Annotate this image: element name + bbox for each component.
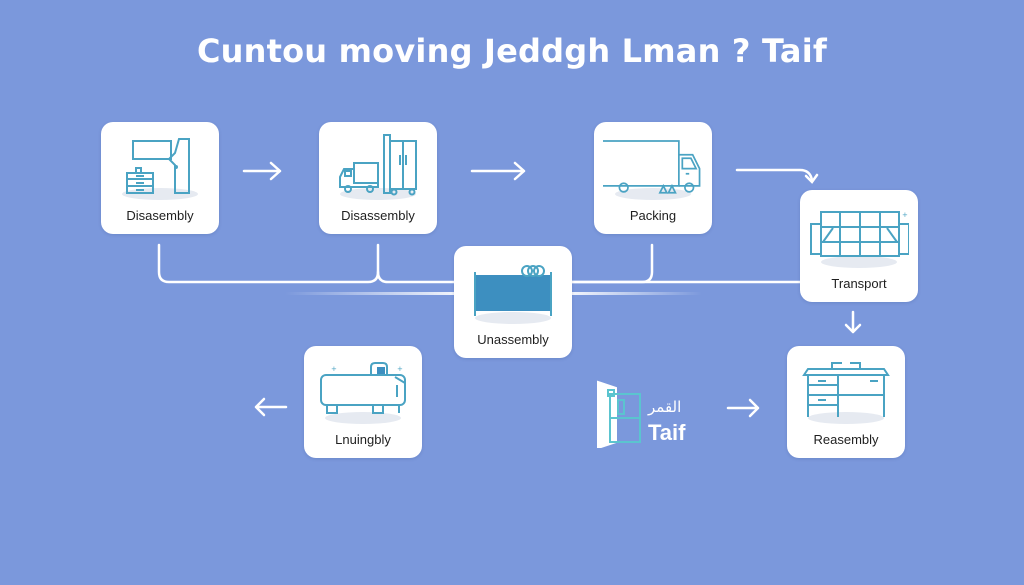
box-truck-icon [603, 130, 703, 202]
dresser-mirror-wardrobe-icon [110, 130, 210, 202]
step-label: Reasembly [813, 432, 879, 447]
step-label: Lnuingbly [335, 432, 391, 447]
step-label: Disasembly [126, 208, 194, 223]
step-card-reasembly[interactable]: Reasembly [787, 346, 905, 458]
arrow-right-icon [726, 398, 760, 418]
svg-text:+: + [902, 211, 908, 219]
appliance-icon: + + [313, 354, 413, 426]
step-card-lnuingbly[interactable]: + + Lnuingbly [304, 346, 422, 458]
sofa-icon: + [809, 198, 909, 270]
desk-icon [796, 354, 896, 426]
step-card-unassembly[interactable]: Unassembly [454, 246, 572, 358]
open-fridge-icon [597, 380, 641, 448]
destination-taif: القمر Taif [596, 378, 706, 448]
arrow-left-icon [254, 397, 288, 417]
svg-text:+: + [397, 365, 403, 373]
step-label: Unassembly [477, 332, 549, 347]
bed-icon [463, 254, 563, 326]
step-card-packing[interactable]: Packing [594, 122, 712, 234]
arrow-right-icon [470, 161, 526, 181]
svg-text:+: + [331, 365, 337, 373]
step-card-transport[interactable]: + Transport [800, 190, 918, 302]
step-card-disassembly[interactable]: Disassembly [319, 122, 437, 234]
arrow-right-icon [242, 161, 282, 181]
step-label: Disassembly [341, 208, 415, 223]
destination-label: Taif [648, 420, 686, 445]
destination-arabic-label: القمر [648, 398, 682, 416]
diagram-title: Cuntou moving Jeddgh Lman ? Taif [196, 32, 828, 70]
step-card-disasembly[interactable]: Disasembly [101, 122, 219, 234]
step-label: Transport [831, 276, 887, 291]
arrow-down-icon [844, 310, 862, 334]
truck-wardrobe-icon [328, 130, 428, 202]
step-label: Packing [629, 208, 677, 223]
